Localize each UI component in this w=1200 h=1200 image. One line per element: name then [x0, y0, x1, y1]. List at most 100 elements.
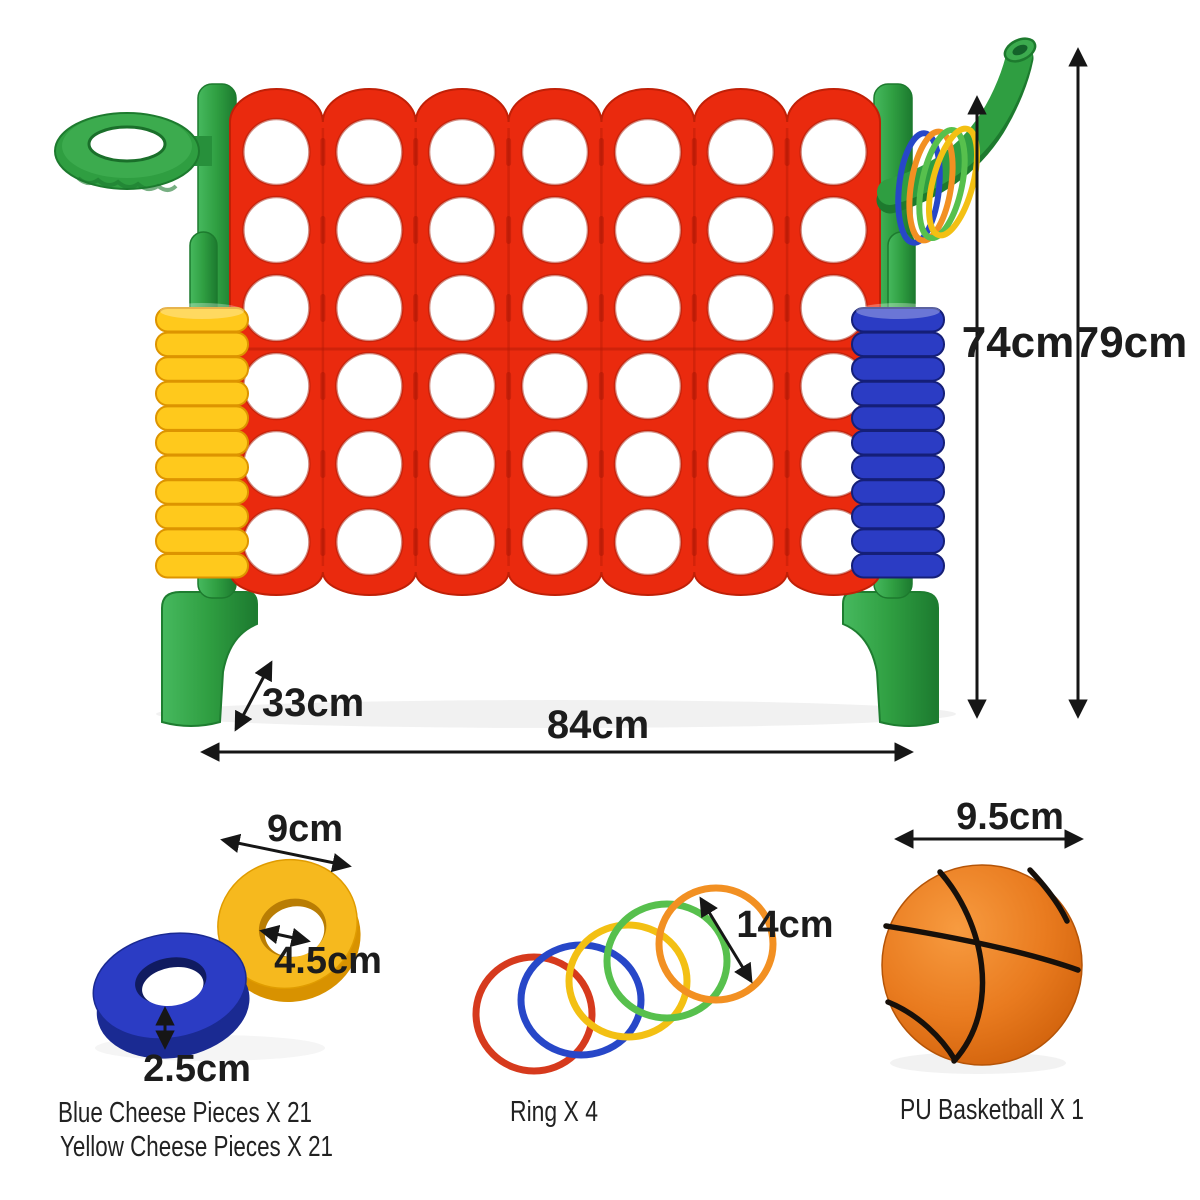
board-hole — [335, 351, 404, 421]
blue-disc-stack — [851, 303, 945, 579]
basketball-hoop — [54, 112, 212, 192]
board-hole — [242, 351, 311, 421]
stacked-disc — [851, 380, 945, 407]
toss-ring-on-hook — [895, 130, 943, 246]
stacked-disc — [851, 503, 945, 530]
disc-hole-arrow — [259, 924, 311, 948]
board-hole — [242, 117, 311, 187]
board-hole — [520, 351, 590, 421]
yellow-pieces-caption: Yellow Cheese Pieces X 21 — [60, 1131, 333, 1163]
captions: Blue Cheese Pieces X 21 Yellow Cheese Pi… — [58, 1094, 1084, 1163]
stacked-disc — [155, 356, 249, 382]
board-hole — [613, 117, 683, 187]
ball-diameter-label: 9.5cm — [956, 796, 1064, 838]
board-hole — [335, 507, 404, 577]
board-hole — [520, 195, 590, 265]
board-hole — [706, 429, 775, 499]
board-hole — [706, 195, 775, 265]
depth-arrow — [234, 660, 273, 732]
board-holes-grid — [232, 117, 878, 577]
stacked-disc — [155, 405, 249, 431]
board-hole — [613, 195, 683, 265]
disc-thickness-label: 2.5cm — [143, 1048, 251, 1090]
board-hole — [335, 195, 404, 265]
disc-hole-label: 4.5cm — [274, 940, 382, 982]
board-hole — [799, 195, 868, 265]
width-label: 84cm — [547, 703, 649, 747]
stacked-disc — [851, 454, 945, 481]
yellow-disc-stack — [155, 303, 249, 579]
stacked-disc — [155, 479, 249, 505]
board-hole — [613, 351, 683, 421]
board-hole — [706, 507, 775, 577]
stacked-disc — [155, 380, 249, 407]
ring-diameter-label: 14cm — [736, 904, 833, 946]
stacked-disc — [851, 528, 945, 554]
board-hole — [335, 429, 404, 499]
board-hole — [520, 117, 590, 187]
board-hole — [242, 273, 311, 343]
board-hole — [799, 273, 868, 343]
stacked-disc — [155, 553, 249, 579]
stacked-disc — [155, 454, 249, 481]
disc-diameter-arrow — [220, 833, 352, 873]
board-hole — [613, 273, 683, 343]
stacked-disc — [851, 331, 945, 358]
toss-ring — [472, 953, 596, 1075]
board-hole — [799, 117, 868, 187]
disc-pieces-detail: 9cm 4.5cm 2.5cm — [92, 808, 382, 1090]
toss-ring-on-hook — [906, 128, 956, 244]
stacked-disc — [851, 430, 945, 456]
toss-ring — [655, 884, 777, 1004]
toss-rings — [472, 884, 777, 1075]
board-hole — [613, 507, 683, 577]
basketball-caption: PU Basketball X 1 — [900, 1094, 1084, 1126]
left-leg — [161, 591, 258, 727]
rings-caption: Ring X 4 — [510, 1096, 598, 1128]
stacked-disc — [155, 307, 249, 333]
board-hole — [427, 507, 497, 577]
board-hole — [706, 351, 775, 421]
board-hole — [242, 195, 311, 265]
board-hole — [520, 507, 590, 577]
board-hole — [520, 273, 590, 343]
board-hole — [242, 429, 311, 499]
stacked-disc — [155, 528, 249, 554]
game-unit — [54, 37, 1037, 727]
stacked-disc — [851, 553, 945, 579]
board-hole — [242, 507, 311, 577]
disc-diameter-label: 9cm — [267, 808, 343, 850]
board-hole — [613, 429, 683, 499]
board-hole — [427, 195, 497, 265]
board-hole — [427, 117, 497, 187]
rings-detail: 14cm — [472, 884, 834, 1075]
toss-ring — [565, 921, 691, 1041]
stacked-disc — [851, 356, 945, 382]
total-height-label: 79cm — [1075, 318, 1188, 367]
board-hole — [335, 117, 404, 187]
blue-disc — [92, 932, 250, 1059]
stacked-disc — [155, 430, 249, 456]
board-hole — [427, 351, 497, 421]
stacked-disc — [155, 331, 249, 358]
stacked-disc — [851, 307, 945, 333]
board-hole — [427, 273, 497, 343]
board-hole — [706, 117, 775, 187]
board-height-label: 74cm — [962, 318, 1075, 367]
depth-label: 33cm — [262, 681, 364, 725]
board-hole — [706, 273, 775, 343]
basketball-seams — [883, 867, 1081, 1064]
stacked-disc — [851, 405, 945, 431]
blue-pieces-caption: Blue Cheese Pieces X 21 — [58, 1097, 312, 1129]
dimension-annotations: 74cm 79cm 84cm 33cm — [200, 47, 1188, 762]
basketball-detail: 9.5cm — [881, 796, 1084, 1066]
board-hole — [520, 429, 590, 499]
right-leg — [842, 591, 939, 727]
toss-ring-on-hook — [916, 127, 968, 241]
stacked-disc — [851, 479, 945, 505]
board-hole — [427, 429, 497, 499]
board-hole — [335, 273, 404, 343]
ring-diameter-arrow — [699, 896, 753, 984]
